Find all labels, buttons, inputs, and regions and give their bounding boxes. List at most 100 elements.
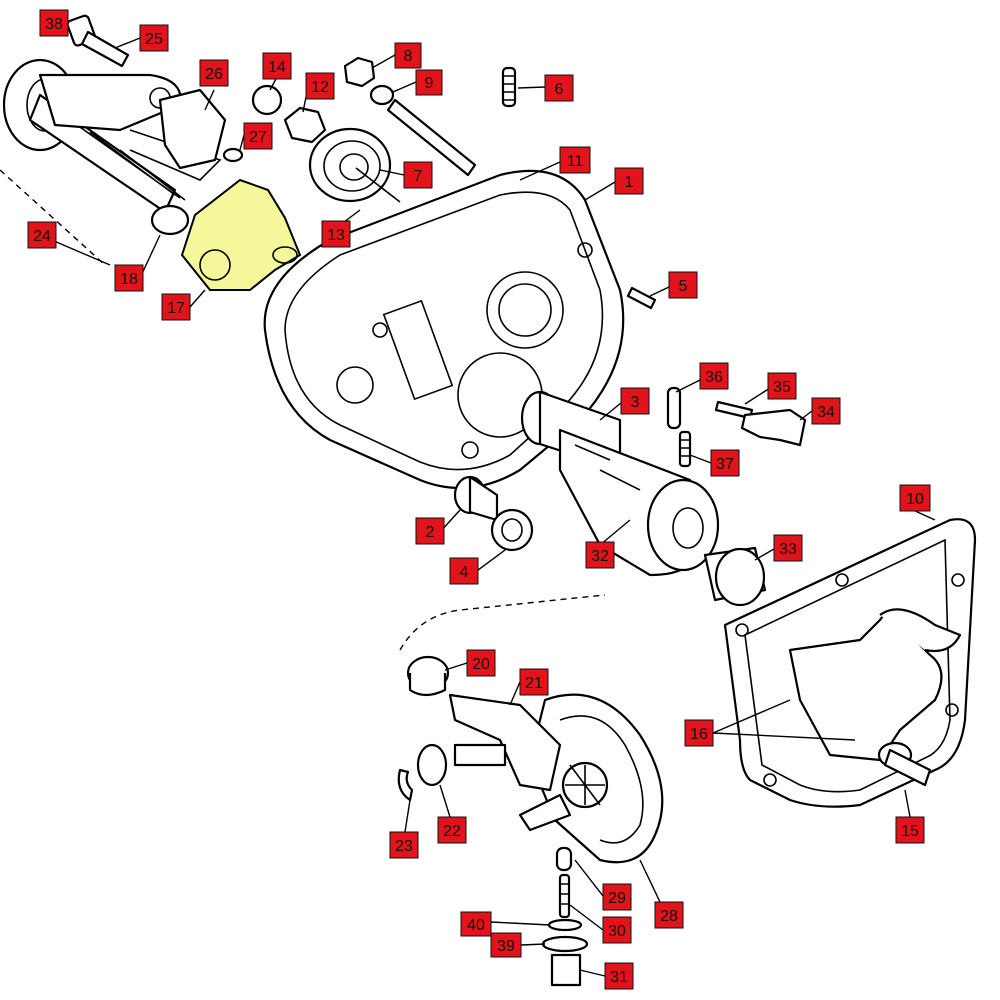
svg-text:24: 24: [33, 228, 51, 245]
stud-15: [883, 748, 932, 787]
washer-39: [541, 935, 589, 953]
pin-36: [666, 386, 682, 430]
assembly-dash-lower: [399, 594, 606, 651]
callout-39: 39: [490, 932, 522, 958]
svg-text:34: 34: [817, 404, 835, 421]
svg-text:2: 2: [426, 524, 435, 541]
washer-9: [369, 84, 395, 106]
callout-26: 26: [199, 59, 229, 87]
callout-15: 15: [895, 816, 925, 844]
svg-text:6: 6: [555, 81, 564, 98]
stud: [386, 98, 477, 177]
callout-32: 32: [585, 541, 615, 569]
callout-40: 40: [460, 911, 492, 937]
callout-6: 6: [544, 74, 574, 102]
callout-30: 30: [602, 916, 632, 944]
svg-text:8: 8: [404, 48, 413, 65]
highlighted-part-17: [180, 178, 302, 291]
nut-8: [343, 56, 376, 88]
callout-28: 28: [654, 901, 684, 929]
bearing-7: [308, 127, 401, 203]
callout-22: 22: [437, 816, 467, 844]
callout-23: 23: [389, 831, 419, 859]
svg-text:9: 9: [425, 75, 434, 92]
spring-37: [678, 430, 692, 468]
shaft-21: [453, 743, 507, 767]
callout-25: 25: [139, 24, 169, 52]
svg-text:12: 12: [311, 79, 329, 96]
lever-21: [448, 693, 562, 792]
bolt-31: [550, 953, 582, 987]
svg-text:36: 36: [705, 369, 723, 386]
svg-text:21: 21: [525, 675, 543, 692]
svg-text:25: 25: [145, 31, 163, 48]
svg-text:27: 27: [249, 129, 267, 146]
callout-27: 27: [243, 122, 273, 150]
washer-22: [416, 743, 448, 787]
svg-text:32: 32: [591, 548, 609, 565]
svg-text:16: 16: [690, 726, 708, 743]
callout-14: 14: [262, 52, 292, 80]
spring-6: [501, 66, 517, 108]
assembly-dash-upper: [0, 169, 106, 266]
callout-24: 24: [27, 221, 57, 249]
callout-34: 34: [811, 397, 841, 425]
svg-text:37: 37: [716, 456, 734, 473]
svg-text:23: 23: [395, 838, 413, 855]
svg-text:4: 4: [460, 564, 469, 581]
callout-16: 16: [684, 719, 714, 747]
svg-text:31: 31: [610, 969, 628, 986]
callout-35: 35: [767, 372, 797, 400]
callout-38: 38: [39, 9, 69, 37]
callout-7: 7: [403, 161, 433, 189]
svg-text:3: 3: [631, 394, 640, 411]
svg-text:14: 14: [268, 59, 286, 76]
bearing-4: [490, 508, 534, 552]
plate-34: [740, 408, 807, 447]
callout-2: 2: [415, 517, 445, 545]
svg-text:18: 18: [120, 271, 138, 288]
callout-8: 8: [394, 42, 422, 69]
callout-18: 18: [114, 264, 144, 292]
svg-text:5: 5: [679, 278, 688, 295]
svg-text:28: 28: [660, 908, 678, 925]
pin-5: [626, 286, 657, 310]
washer-40: [547, 918, 583, 932]
bolt-25: [66, 14, 130, 68]
callout-33: 33: [773, 534, 803, 562]
svg-text:35: 35: [773, 379, 791, 396]
callout-5: 5: [668, 271, 698, 299]
svg-text:30: 30: [608, 923, 626, 940]
callout-21: 21: [519, 668, 549, 696]
clip-27: [222, 147, 244, 163]
callout-31: 31: [604, 962, 634, 990]
callout-13: 13: [321, 220, 351, 248]
callout-11: 11: [559, 146, 591, 174]
svg-text:1: 1: [625, 174, 634, 191]
nut-12: [283, 106, 327, 144]
svg-text:20: 20: [472, 656, 490, 673]
circlip-23: [397, 768, 414, 802]
svg-text:15: 15: [901, 823, 919, 840]
callout-4: 4: [449, 557, 479, 585]
callout-17: 17: [161, 293, 191, 321]
ball-14: [251, 84, 283, 116]
svg-text:40: 40: [467, 917, 485, 934]
callout-1: 1: [614, 167, 644, 195]
svg-text:39: 39: [497, 938, 515, 955]
callout-9: 9: [415, 69, 443, 96]
callout-3: 3: [620, 387, 650, 415]
circlip-18: [150, 204, 190, 236]
svg-text:29: 29: [608, 890, 626, 907]
svg-text:17: 17: [167, 300, 185, 317]
svg-text:26: 26: [205, 66, 223, 83]
svg-text:22: 22: [443, 823, 461, 840]
callout-29: 29: [602, 883, 632, 911]
svg-text:33: 33: [779, 541, 797, 558]
bush-2: [453, 475, 499, 522]
camshaft-3: [520, 390, 720, 577]
callout-10: 10: [899, 484, 931, 512]
plunger-29: [555, 846, 573, 872]
callout-37: 37: [710, 449, 740, 477]
callout-36: 36: [699, 362, 729, 390]
